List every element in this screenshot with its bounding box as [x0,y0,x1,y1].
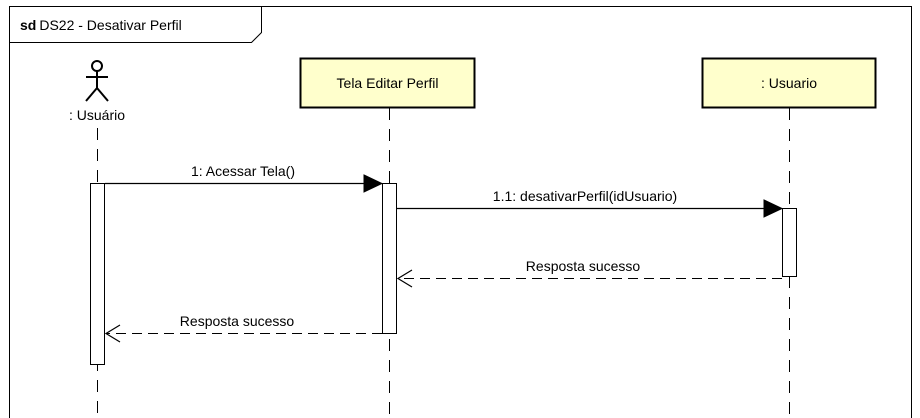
frame-name: DS22 - Desativar Perfil [39,17,181,33]
activation-bar [382,183,397,334]
lifeline-usuario-object: : Usuario [701,57,877,418]
object-box [299,57,476,109]
message-desativar-perfil: 1.1: desativarPerfil(idUsuario) [397,188,784,218]
open-arrowhead-icon [396,269,413,288]
open-arrowhead-icon [104,324,121,343]
sync-arrowhead-icon [763,199,784,218]
message-label: 1: Acessar Tela() [191,163,295,179]
frame-label-tab [9,6,262,43]
lifeline-label: : Usuario [761,75,817,91]
message-label: Resposta sucesso [180,313,295,329]
sync-arrowhead-icon [363,174,384,193]
message-label: Resposta sucesso [526,258,641,274]
frame-border [9,6,912,418]
actor-icon [85,60,109,102]
message-reply-to-tela: Resposta sucesso [396,258,782,288]
activation-bar [782,208,797,277]
lifeline-tela-editar-perfil: Tela Editar Perfil [299,57,476,418]
object-box [701,57,877,109]
message-reply-to-actor: Resposta sucesso [104,313,382,343]
lifeline-usuario-actor: : Usuário [69,60,125,418]
lifeline-label: Tela Editar Perfil [337,75,439,91]
activation-bar [90,183,105,365]
frame-keyword: sd [20,17,36,33]
message-acessar-tela: 1: Acessar Tela() [105,163,384,193]
message-label: 1.1: desativarPerfil(idUsuario) [493,188,677,204]
lifeline-label: : Usuário [69,107,125,123]
